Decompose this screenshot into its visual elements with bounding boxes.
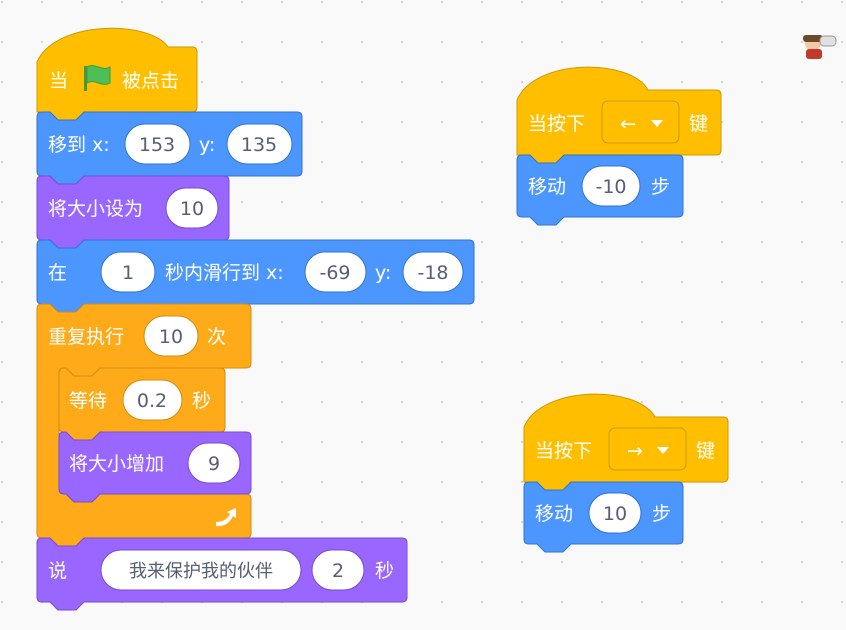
left-move-suffix-label: 步 bbox=[651, 176, 670, 198]
right-key-dropdown[interactable]: → bbox=[608, 427, 687, 471]
set-size-block[interactable]: 将大小设为 10 bbox=[36, 175, 230, 249]
change-size-block[interactable]: 将大小增加 9 bbox=[58, 431, 252, 503]
glide-mid-label: 秒内滑行到 x: bbox=[165, 262, 284, 284]
chevron-down-icon bbox=[651, 120, 663, 127]
left-hat-suffix-label: 键 bbox=[689, 113, 708, 135]
right-move-suffix-label: 步 bbox=[652, 503, 671, 525]
glide-secs-input[interactable] bbox=[100, 251, 156, 293]
left-hat-prefix-label: 当按下 bbox=[528, 113, 585, 135]
change-size-value: 9 bbox=[208, 453, 220, 475]
say-label: 说 bbox=[48, 560, 67, 582]
left-key-value: ← bbox=[620, 113, 636, 135]
goto-y-label: y: bbox=[199, 134, 215, 156]
chevron-down-icon bbox=[657, 447, 669, 454]
set-size-label: 将大小设为 bbox=[48, 198, 143, 220]
goto-x-value: 153 bbox=[139, 134, 175, 156]
go-to-xy-block[interactable]: 移到 x: 153 y: 135 bbox=[36, 111, 303, 185]
goto-x-input[interactable] bbox=[124, 123, 191, 165]
say-secs-value: 2 bbox=[332, 560, 344, 582]
set-size-value: 10 bbox=[180, 198, 204, 220]
left-move-steps-value: -10 bbox=[595, 176, 626, 198]
repeat-label: 重复执行 bbox=[48, 326, 124, 348]
glide-y-value: -18 bbox=[417, 262, 448, 284]
left-move-steps-input[interactable] bbox=[581, 165, 641, 207]
goto-label: 移到 x: bbox=[48, 134, 110, 156]
glide-to-xy-block[interactable]: 在 1 秒内滑行到 x: -69 y: -18 bbox=[36, 239, 475, 313]
change-size-input[interactable] bbox=[187, 442, 241, 484]
set-size-input[interactable] bbox=[165, 187, 219, 229]
right-hat-prefix-label: 当按下 bbox=[535, 440, 592, 462]
say-suffix-label: 秒 bbox=[375, 560, 394, 582]
repeat-block[interactable]: 重复执行 10 次 bbox=[36, 303, 252, 547]
glide-prefix-label: 在 bbox=[48, 262, 67, 284]
glide-x-input[interactable] bbox=[304, 251, 367, 293]
left-move-block[interactable]: 移动 -10 步 bbox=[516, 154, 684, 226]
wait-block[interactable]: 等待 0.2 秒 bbox=[58, 367, 226, 441]
glide-y-input[interactable] bbox=[402, 251, 464, 293]
green-flag-icon bbox=[84, 65, 111, 91]
glide-y-label: y: bbox=[375, 262, 391, 284]
goto-y-value: 135 bbox=[241, 134, 277, 156]
glide-secs-value: 1 bbox=[122, 262, 134, 284]
right-move-steps-input[interactable] bbox=[588, 492, 642, 534]
repeat-times-input[interactable] bbox=[143, 315, 199, 357]
wait-label: 等待 bbox=[69, 390, 107, 412]
right-move-label: 移动 bbox=[535, 503, 573, 525]
when-flag-clicked-hat[interactable]: 当 被点击 bbox=[36, 27, 198, 121]
when-left-key-hat[interactable]: 当按下 ← 键 bbox=[516, 66, 722, 164]
hat-prefix-label: 当 bbox=[49, 70, 68, 92]
right-hat-suffix-label: 键 bbox=[696, 440, 715, 462]
goto-y-input[interactable] bbox=[226, 123, 293, 165]
wait-suffix-label: 秒 bbox=[192, 390, 211, 412]
wait-secs-value: 0.2 bbox=[137, 390, 167, 412]
repeat-times-value: 10 bbox=[159, 326, 183, 348]
right-key-value: → bbox=[627, 440, 643, 462]
hat-suffix-label: 被点击 bbox=[122, 70, 179, 92]
loop-arrow-icon bbox=[216, 508, 236, 527]
when-right-key-hat[interactable]: 当按下 → 键 bbox=[523, 393, 729, 491]
say-for-secs-block[interactable]: 说 我来保护我的伙伴 2 秒 bbox=[36, 537, 408, 611]
say-message-value: 我来保护我的伙伴 bbox=[129, 561, 273, 582]
repeat-suffix-label: 次 bbox=[207, 326, 226, 348]
right-move-steps-value: 10 bbox=[603, 503, 627, 525]
left-move-label: 移动 bbox=[528, 176, 566, 198]
glide-x-value: -69 bbox=[319, 262, 350, 284]
change-size-label: 将大小增加 bbox=[69, 453, 164, 475]
say-message-input[interactable] bbox=[100, 549, 302, 591]
sprite-character-icon bbox=[803, 35, 837, 59]
say-secs-input[interactable] bbox=[311, 549, 365, 591]
right-move-block[interactable]: 移动 10 步 bbox=[523, 481, 684, 553]
left-key-dropdown[interactable]: ← bbox=[601, 100, 680, 144]
wait-secs-input[interactable] bbox=[122, 379, 183, 421]
